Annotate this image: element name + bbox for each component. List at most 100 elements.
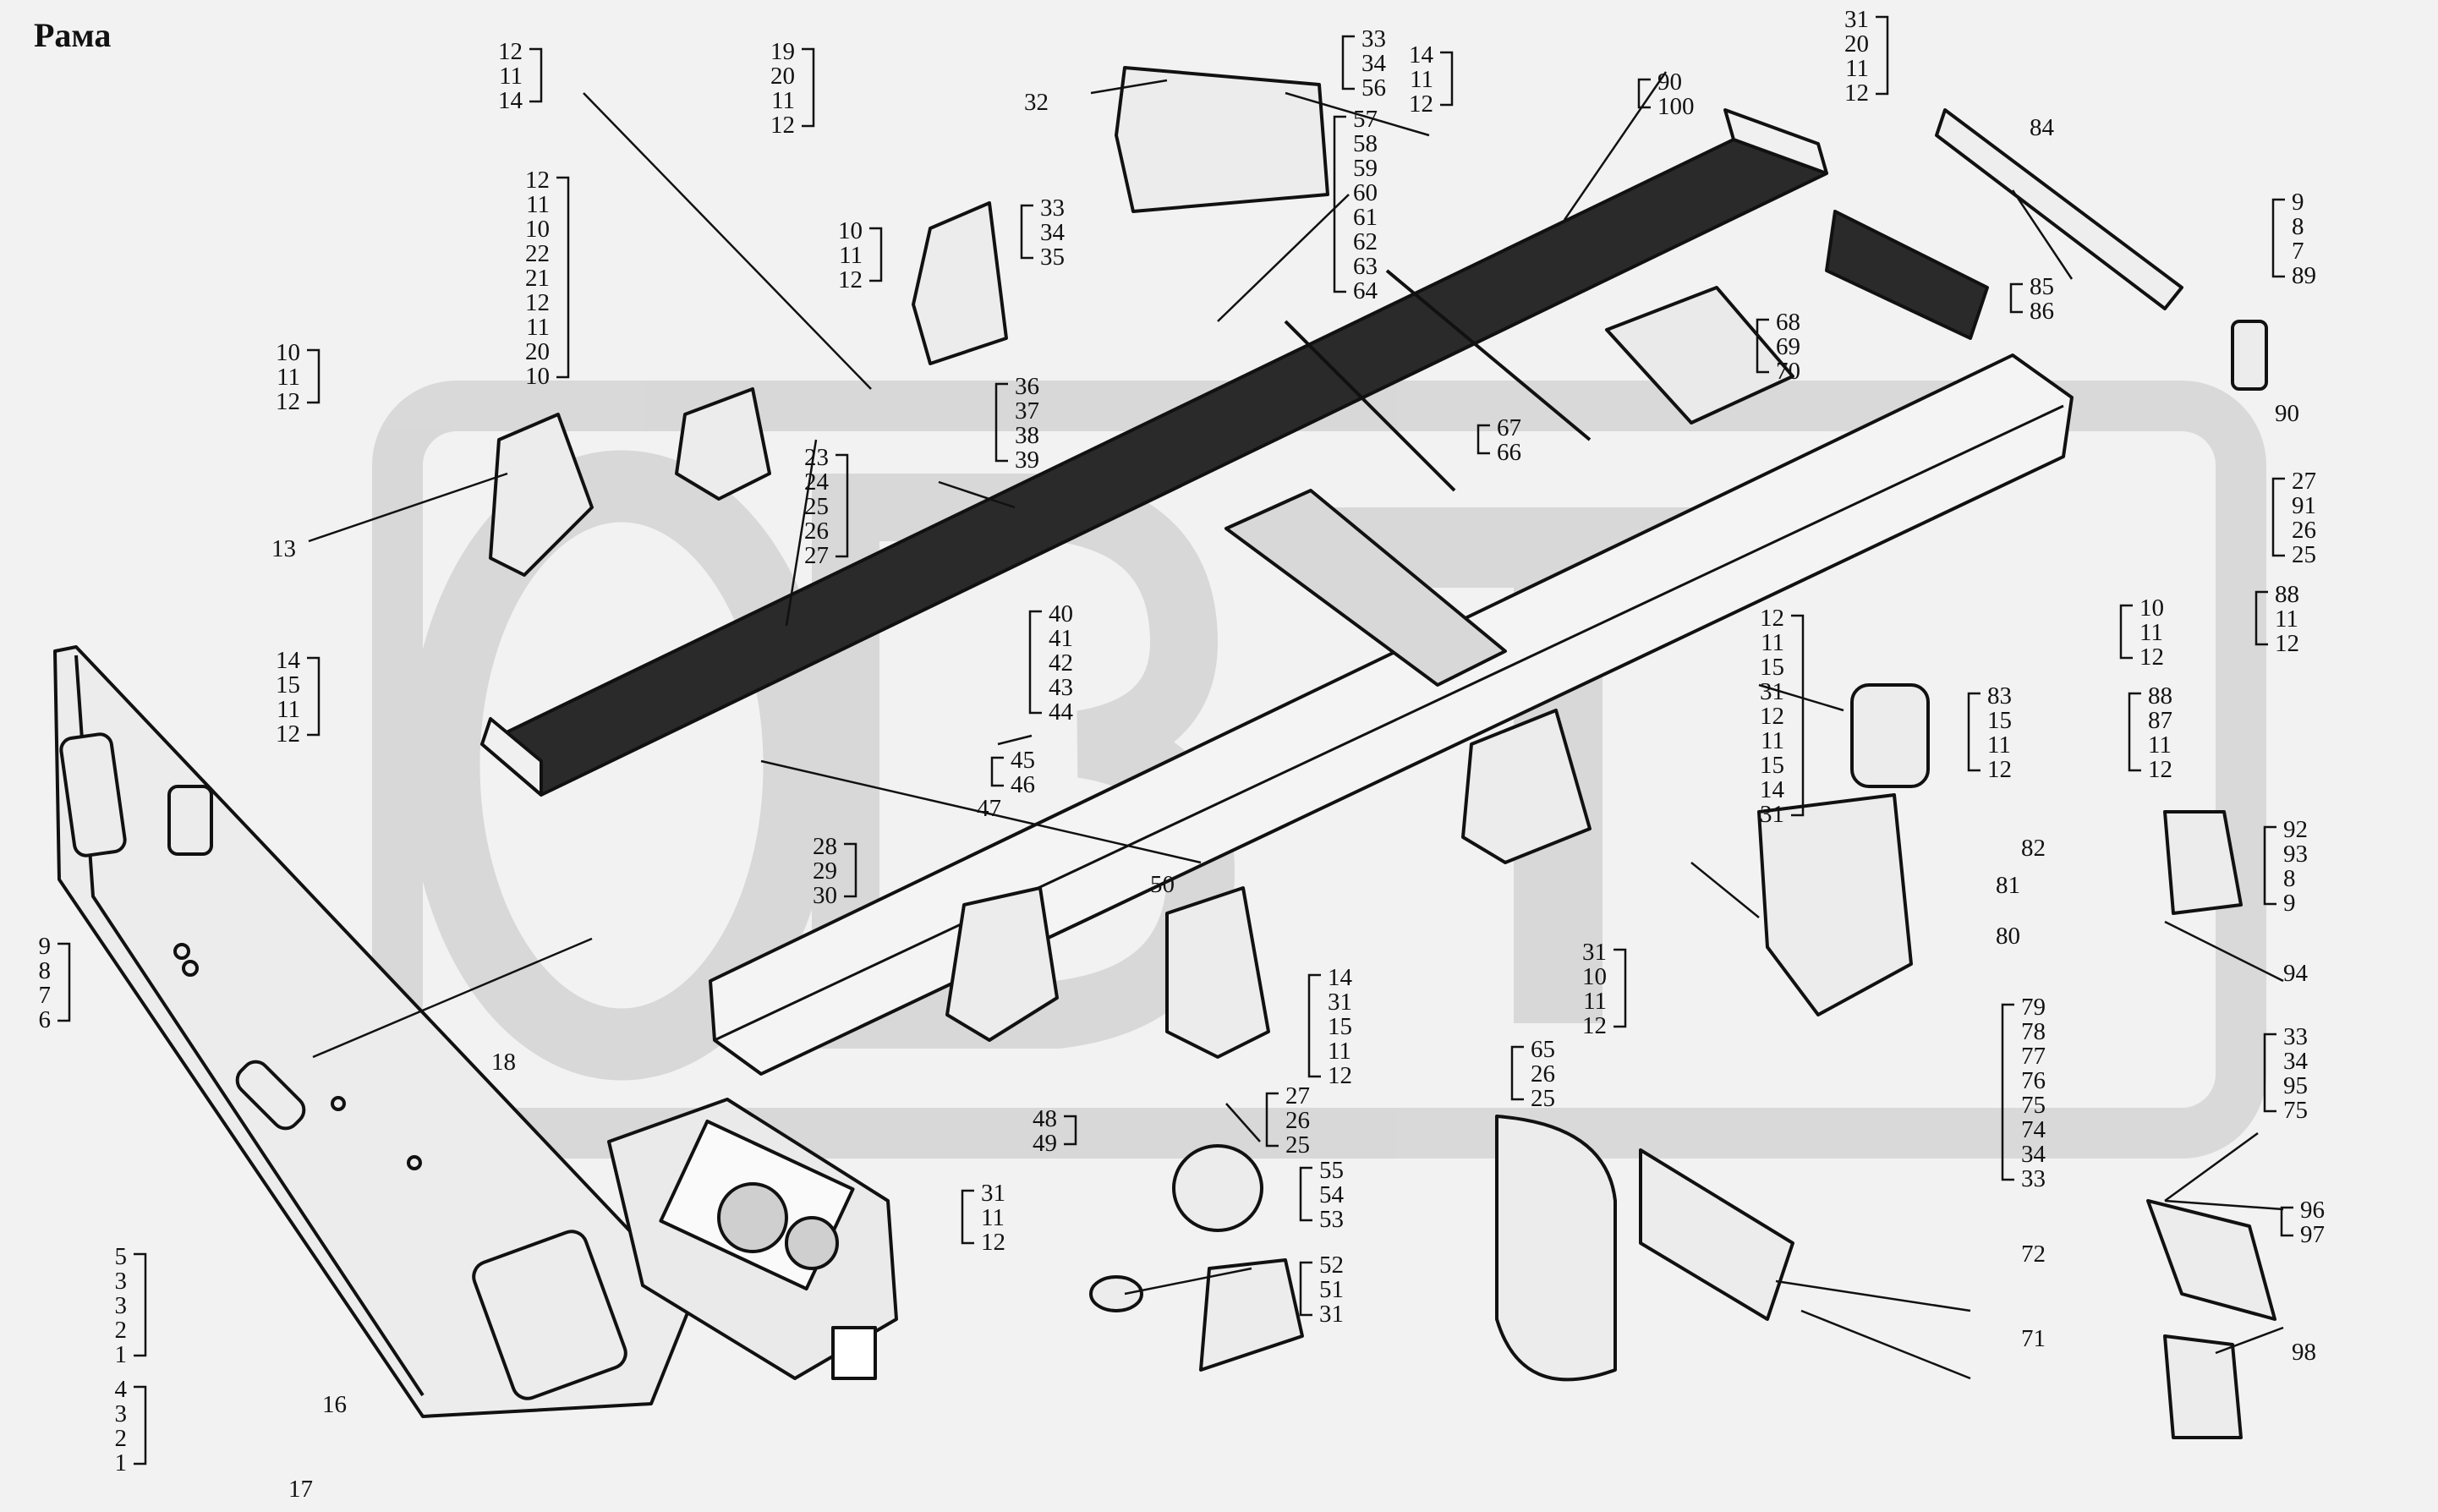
watermark-text: ОВТ	[2368, 1504, 2372, 1506]
callout-label: 11	[1410, 66, 1433, 93]
callout-label: 1	[115, 1341, 128, 1368]
callout-label: 12	[276, 720, 300, 748]
callout-label: 27	[1285, 1082, 1310, 1109]
callout-label: 83	[1987, 682, 2012, 709]
callout-label: 7	[2292, 238, 2304, 265]
callout-label: 12	[2148, 756, 2172, 783]
callout-label: 5	[115, 1243, 128, 1270]
callout-label: 31	[1844, 6, 1869, 33]
page-title: Рама	[34, 16, 112, 54]
callout-label: 42	[1049, 649, 1073, 677]
callout-label: 68	[1776, 309, 1800, 336]
callout-label: 7	[39, 982, 52, 1009]
callout-label: 19	[770, 38, 795, 65]
callout-label: 25	[804, 493, 829, 520]
callout-bracket	[1876, 15, 1889, 96]
callout-label: 10	[2139, 594, 2164, 622]
callout-label: 12	[981, 1229, 1005, 1256]
callout-label: 90	[2275, 400, 2299, 427]
callout-label: 72	[2021, 1241, 2046, 1268]
callout-label: 11	[1583, 988, 1607, 1015]
callout-label: 54	[1319, 1181, 1345, 1208]
callout-label: 11	[1845, 55, 1869, 82]
callout-label: 37	[1015, 397, 1039, 425]
callout-label: 31	[1760, 801, 1784, 828]
callout-bracket	[1341, 35, 1355, 90]
callout-label: 3	[115, 1268, 128, 1295]
callout-label: 24	[804, 468, 830, 496]
callout-bracket	[1791, 614, 1805, 817]
callout-label: 26	[1285, 1107, 1310, 1134]
callout-label: 15	[1987, 707, 2012, 734]
callout-bracket	[2271, 198, 2285, 278]
callout-bracket	[1476, 424, 1490, 455]
callout-label: 53	[1319, 1206, 1344, 1233]
callout-label: 33	[1361, 25, 1386, 52]
callout-label: 10	[1582, 963, 1607, 990]
callout-label: 89	[2292, 262, 2316, 289]
callout-label: 14	[276, 647, 301, 674]
callout-label: 34	[1040, 219, 1066, 246]
callout-label: 57	[1353, 106, 1378, 133]
callout-label: 1	[115, 1449, 128, 1476]
callout-label: 11	[839, 242, 863, 269]
callout-label: 15	[1760, 752, 1784, 779]
callout-label: 39	[1015, 446, 1039, 474]
callout-label: 67	[1497, 414, 1521, 441]
callout-label: 14	[498, 87, 523, 114]
callout-label: 31	[1582, 939, 1607, 966]
callout-label: 15	[1328, 1013, 1352, 1040]
callout-bracket	[2009, 282, 2023, 314]
callout-label: 11	[771, 87, 795, 114]
callout-bracket	[2263, 825, 2276, 906]
callout-label: 45	[1011, 747, 1035, 774]
callout-label: 25	[1531, 1085, 1555, 1112]
callout-bracket	[2128, 692, 2141, 772]
callout-label: 27	[804, 542, 829, 569]
callout-label: 47	[977, 795, 1001, 822]
callout-label: 77	[2021, 1043, 2046, 1070]
callout-bracket	[134, 1252, 147, 1357]
callout-label: 12	[1582, 1012, 1607, 1039]
callout-bracket	[2271, 477, 2285, 557]
callout-label: 38	[1015, 422, 1039, 449]
callout-bracket	[307, 348, 321, 404]
callout-label: 88	[2275, 581, 2299, 608]
callout-label: 12	[838, 266, 863, 293]
frame	[480, 108, 2183, 1076]
callout-label: 10	[525, 363, 550, 390]
callout-label: 11	[1328, 1038, 1351, 1065]
callout-label: 8	[2283, 865, 2296, 892]
callout-label: 9	[2283, 890, 2296, 917]
callout-bracket	[1064, 1115, 1077, 1146]
callout-label: 16	[322, 1391, 347, 1418]
callout-label: 14	[1409, 41, 1434, 68]
callout-bracket	[556, 176, 570, 379]
callout-bracket	[802, 47, 815, 128]
callout-label: 12	[498, 38, 523, 65]
callout-label: 6	[39, 1006, 52, 1033]
callout-bracket	[2001, 1003, 2014, 1181]
callout-label: 33	[1040, 194, 1065, 222]
callout-label: 69	[1776, 333, 1800, 360]
callout-label: 31	[1319, 1301, 1344, 1328]
callout-bracket	[2254, 590, 2268, 646]
callout-label: 11	[1761, 629, 1784, 656]
callout-label: 3	[115, 1400, 128, 1427]
callout-label: 28	[813, 833, 837, 860]
callout-label: 12	[2275, 630, 2299, 657]
callout-label: 17	[288, 1476, 313, 1503]
callout-bracket	[990, 756, 1004, 787]
callout-label: 90	[1657, 68, 1682, 96]
callout-label: 51	[1319, 1276, 1344, 1303]
callout-label: 61	[1353, 204, 1378, 231]
callout-label: 87	[2148, 707, 2172, 734]
callout-bracket	[1307, 973, 1321, 1078]
callout-label: 4	[115, 1376, 128, 1403]
callout-label: 29	[813, 857, 837, 885]
callout-label: 95	[2283, 1072, 2308, 1099]
callout-label: 41	[1049, 625, 1073, 652]
callout-bracket	[844, 842, 857, 898]
callout-label: 10	[838, 217, 863, 244]
